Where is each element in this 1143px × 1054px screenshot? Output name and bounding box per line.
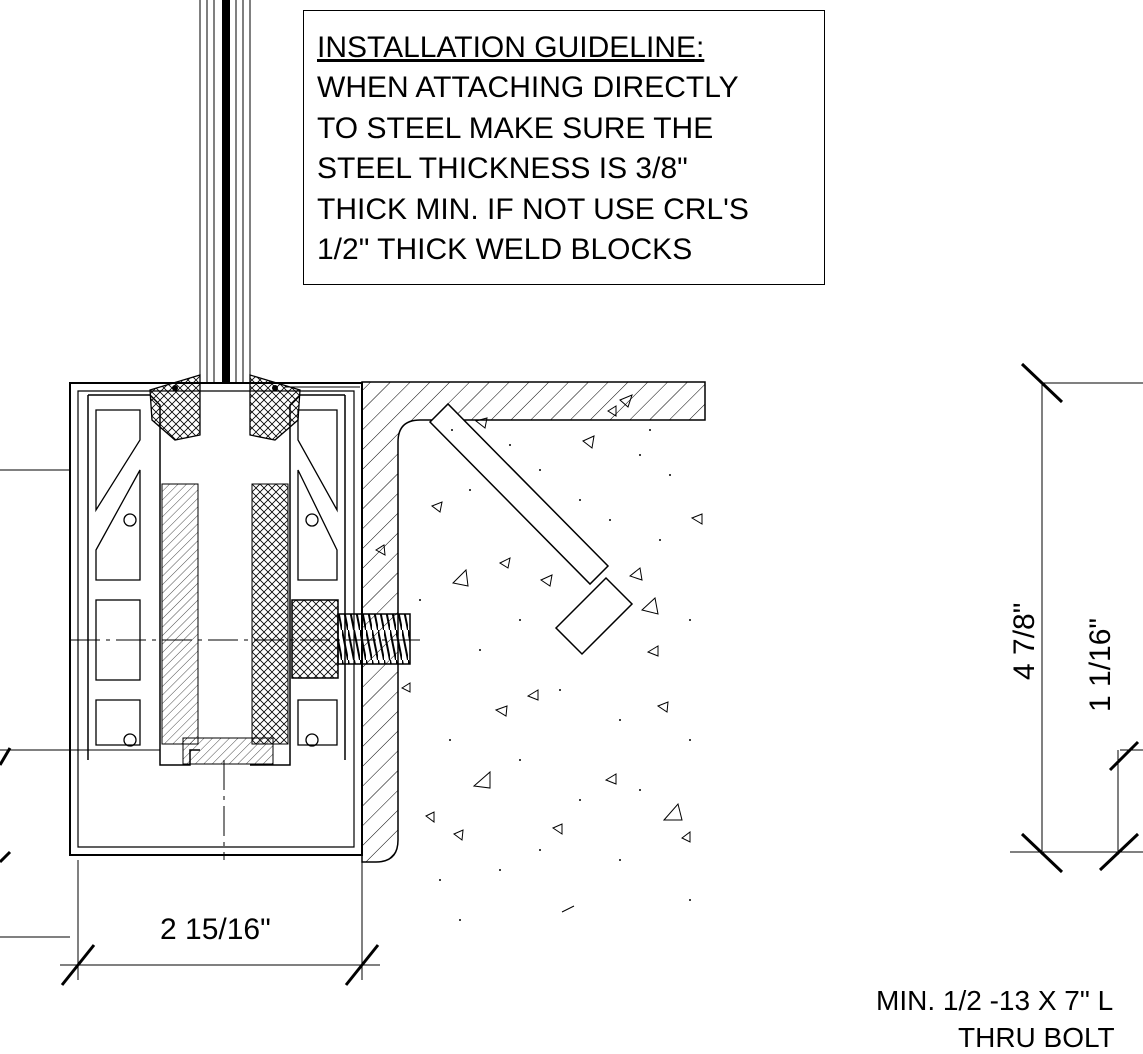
note-line: STEEL THICKNESS IS 3/8" <box>317 152 688 185</box>
base-shoe <box>69 374 363 856</box>
anchor-stud <box>428 402 634 656</box>
bolt-callout-line1: MIN. 1/2 -13 X 7" L <box>876 985 1114 1016</box>
note-line: WHEN ATTACHING DIRECTLY <box>317 71 739 104</box>
note-title: INSTALLATION GUIDELINE: <box>317 31 705 64</box>
dimension-lines-left <box>0 469 380 986</box>
gasket-right <box>249 374 301 441</box>
note-line: THICK MIN. IF NOT USE CRL'S <box>317 193 749 226</box>
dimension-height-total: 4 7/8" <box>1008 602 1041 680</box>
gasket-left <box>149 374 201 441</box>
dimension-lines-right <box>1010 362 1143 874</box>
note-line: TO STEEL MAKE SURE THE <box>317 112 714 145</box>
note-line: 1/2" THICK WELD BLOCKS <box>317 233 693 266</box>
installation-guideline-note: INSTALLATION GUIDELINE: WHEN ATTACHING D… <box>303 10 825 285</box>
dimension-height-partial: 1 1/16" <box>1084 617 1117 712</box>
bolt-callout-line2: THRU BOLT <box>958 1022 1115 1053</box>
concrete-dots <box>419 429 691 921</box>
dimension-base-width: 2 15/16" <box>160 913 271 946</box>
concrete-slab <box>361 381 706 921</box>
thru-bolt <box>70 599 420 860</box>
aggregate-marks <box>375 394 703 913</box>
